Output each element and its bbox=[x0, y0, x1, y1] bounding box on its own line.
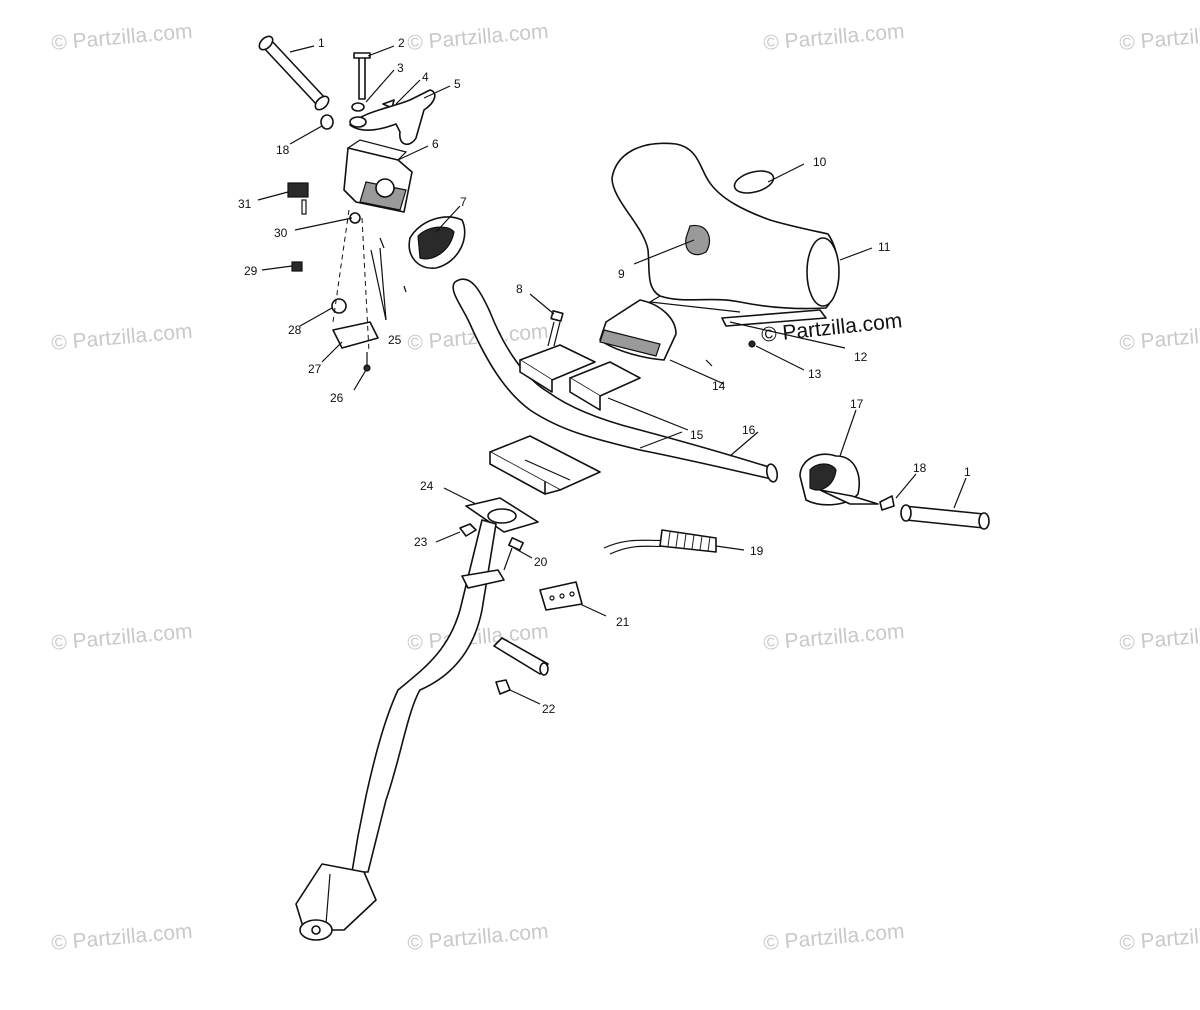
callout-30: 30 bbox=[274, 226, 288, 240]
callout-9: 9 bbox=[618, 267, 625, 281]
part-clamp-bolt[interactable] bbox=[547, 310, 564, 347]
callout-26: 26 bbox=[330, 391, 344, 405]
callout-labels: 1 2 3 4 5 18 6 31 7 30 29 28 25 27 26 8 … bbox=[238, 36, 971, 716]
part-pad-strap[interactable] bbox=[721, 309, 827, 327]
callout-24: 24 bbox=[420, 479, 434, 493]
watermark: © Partzilla.com bbox=[406, 920, 549, 955]
callout-5: 5 bbox=[454, 77, 461, 91]
watermark: © Partzilla.com bbox=[1118, 20, 1200, 55]
part-right-grip[interactable] bbox=[900, 504, 990, 530]
part-left-grip[interactable] bbox=[257, 34, 331, 112]
part-handlebar-pad[interactable] bbox=[611, 142, 840, 313]
part-washer[interactable] bbox=[351, 102, 365, 112]
part-nut[interactable] bbox=[291, 261, 303, 272]
watermark: © Partzilla.com bbox=[50, 20, 193, 55]
watermark: © Partzilla.com bbox=[762, 620, 905, 655]
callout-7: 7 bbox=[460, 195, 467, 209]
callout-18-right: 18 bbox=[913, 461, 927, 475]
part-left-switch-pod[interactable] bbox=[408, 216, 466, 269]
part-throttle-cable[interactable] bbox=[603, 529, 717, 555]
part-decal[interactable] bbox=[732, 167, 776, 197]
part-lower-clamp[interactable] bbox=[489, 435, 601, 495]
part-right-control[interactable] bbox=[799, 453, 879, 506]
part-steering-sleeve[interactable] bbox=[493, 637, 549, 676]
watermark: © Partzilla.com bbox=[1118, 920, 1200, 955]
leader-lines bbox=[257, 45, 967, 705]
callout-22: 22 bbox=[542, 702, 556, 716]
part-right-switch-pod[interactable] bbox=[599, 299, 713, 367]
callout-1-right: 1 bbox=[964, 465, 971, 479]
callout-28: 28 bbox=[288, 323, 302, 337]
part-throttle-housing[interactable] bbox=[343, 139, 413, 213]
part-steering-mount-plate[interactable] bbox=[465, 497, 539, 533]
watermark: © Partzilla.com bbox=[762, 20, 905, 55]
part-pad-screw[interactable] bbox=[748, 340, 756, 348]
callout-11: 11 bbox=[878, 240, 891, 254]
callout-2: 2 bbox=[398, 36, 405, 50]
part-cover-plate[interactable] bbox=[332, 321, 379, 349]
part-left-grip-end[interactable] bbox=[320, 114, 334, 130]
watermark: © Partzilla.com bbox=[1118, 620, 1200, 655]
callout-18-left: 18 bbox=[276, 143, 290, 157]
callout-6: 6 bbox=[432, 137, 439, 151]
callout-16: 16 bbox=[742, 423, 756, 437]
part-handlebar[interactable] bbox=[452, 278, 779, 483]
callout-20: 20 bbox=[534, 555, 548, 569]
part-right-grip-end[interactable] bbox=[879, 495, 895, 511]
callout-15: 15 bbox=[690, 428, 704, 442]
callout-25: 25 bbox=[388, 333, 402, 347]
callout-12: 12 bbox=[854, 350, 868, 364]
watermark: © Partzilla.com bbox=[50, 320, 193, 355]
part-pin[interactable] bbox=[353, 52, 371, 100]
part-housing-screw[interactable] bbox=[379, 237, 407, 293]
watermark: © Partzilla.com bbox=[1118, 320, 1200, 355]
watermark: © Partzilla.com bbox=[50, 920, 193, 955]
callout-4: 4 bbox=[422, 70, 429, 84]
callout-23: 23 bbox=[414, 535, 428, 549]
part-sleeve-nut[interactable] bbox=[495, 679, 511, 695]
watermark: © Partzilla.com bbox=[50, 620, 193, 655]
callout-27: 27 bbox=[308, 362, 322, 376]
callout-19: 19 bbox=[750, 544, 764, 558]
callout-1: 1 bbox=[318, 36, 325, 50]
callout-17: 17 bbox=[850, 397, 864, 411]
callout-3: 3 bbox=[397, 61, 404, 75]
part-throttle-lever[interactable] bbox=[349, 89, 436, 145]
part-upper-clamp[interactable] bbox=[519, 344, 641, 411]
callout-14: 14 bbox=[712, 379, 726, 393]
callout-29: 29 bbox=[244, 264, 258, 278]
watermark: © Partzilla.com bbox=[762, 920, 905, 955]
watermark: © Partzilla.com bbox=[406, 20, 549, 55]
callout-31: 31 bbox=[238, 197, 252, 211]
part-steering-post[interactable] bbox=[295, 519, 505, 941]
assembly-guide-lines bbox=[332, 209, 387, 353]
callout-10: 10 bbox=[813, 155, 827, 169]
callout-13: 13 bbox=[808, 367, 822, 381]
part-plate-screw[interactable] bbox=[363, 352, 371, 372]
callout-8: 8 bbox=[516, 282, 523, 296]
part-mount-nut[interactable] bbox=[459, 523, 477, 537]
callout-21: 21 bbox=[616, 615, 630, 629]
part-steering-bracket[interactable] bbox=[539, 581, 583, 611]
part-switch[interactable] bbox=[287, 182, 309, 215]
part-bracket-bolt[interactable] bbox=[503, 537, 524, 571]
